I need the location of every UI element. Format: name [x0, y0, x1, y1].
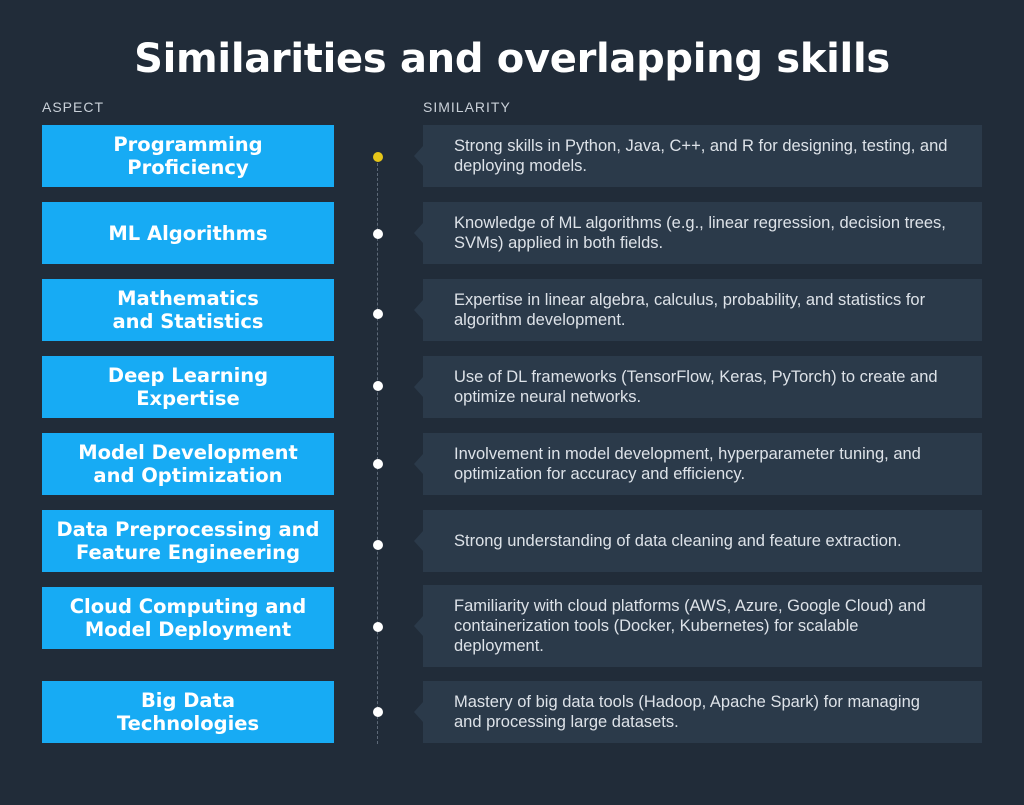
similarity-text: Mastery of big data tools (Hadoop, Apach…	[454, 693, 920, 731]
timeline-dot-icon	[373, 309, 383, 319]
similarity-text: Use of DL frameworks (TensorFlow, Keras,…	[454, 368, 938, 406]
similarity-column-header: SIMILARITY	[423, 99, 511, 115]
timeline-dot-active-icon	[373, 152, 383, 162]
aspect-box: Data Preprocessing and Feature Engineeri…	[42, 510, 334, 572]
aspect-box: Mathematics and Statistics	[42, 279, 334, 341]
aspect-column-header: ASPECT	[42, 99, 105, 115]
similarity-card: Strong skills in Python, Java, C++, and …	[414, 125, 982, 187]
similarity-text: Involvement in model development, hyperp…	[454, 445, 921, 483]
similarity-text: Strong skills in Python, Java, C++, and …	[454, 137, 948, 175]
similarity-card: Strong understanding of data cleaning an…	[414, 510, 982, 572]
similarity-text: Strong understanding of data cleaning an…	[454, 532, 902, 550]
similarity-card: Familiarity with cloud platforms (AWS, A…	[414, 585, 982, 667]
timeline-dot-icon	[373, 540, 383, 550]
aspect-box: Programming Proficiency	[42, 125, 334, 187]
similarity-card: Involvement in model development, hyperp…	[414, 433, 982, 495]
aspect-box: ML Algorithms	[42, 202, 334, 264]
timeline-line	[377, 158, 378, 744]
similarity-text: Familiarity with cloud platforms (AWS, A…	[454, 597, 926, 655]
similarity-card: Mastery of big data tools (Hadoop, Apach…	[414, 681, 982, 743]
timeline-dot-icon	[373, 229, 383, 239]
timeline-dot-icon	[373, 459, 383, 469]
similarity-text: Knowledge of ML algorithms (e.g., linear…	[454, 214, 946, 252]
similarity-card: Use of DL frameworks (TensorFlow, Keras,…	[414, 356, 982, 418]
aspect-box: Deep Learning Expertise	[42, 356, 334, 418]
page-title: Similarities and overlapping skills	[134, 36, 890, 82]
similarity-card: Knowledge of ML algorithms (e.g., linear…	[414, 202, 982, 264]
similarity-text: Expertise in linear algebra, calculus, p…	[454, 291, 926, 329]
aspect-box: Model Development and Optimization	[42, 433, 334, 495]
similarity-card: Expertise in linear algebra, calculus, p…	[414, 279, 982, 341]
aspect-box: Big Data Technologies	[42, 681, 334, 743]
timeline-dot-icon	[373, 622, 383, 632]
aspect-box: Cloud Computing and Model Deployment	[42, 587, 334, 649]
timeline-dot-icon	[373, 707, 383, 717]
timeline-dot-icon	[373, 381, 383, 391]
